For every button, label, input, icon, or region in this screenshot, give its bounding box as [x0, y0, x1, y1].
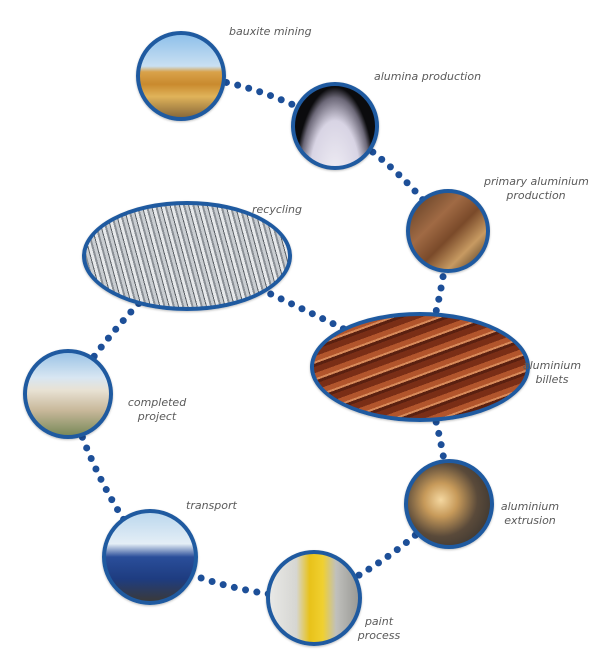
label-line: billets: [535, 373, 569, 386]
label-line: primary aluminium: [484, 175, 589, 188]
label-line: aluminium: [522, 359, 582, 372]
bauxite-mining-photo: [136, 31, 226, 121]
aluminium-billets-photo: [310, 312, 530, 422]
label-line: paint: [364, 615, 394, 628]
alumina-production-photo: [291, 82, 379, 170]
label-line: process: [357, 629, 401, 642]
recycling-photo: [82, 201, 292, 311]
label-aluminium-extrusion: aluminium extrusion: [498, 500, 562, 528]
label-alumina-production: alumina production: [374, 70, 482, 83]
label-primary-aluminium-production: primary aluminium production: [484, 175, 589, 203]
transport-photo: [102, 509, 198, 605]
aluminium-extrusion-photo: [404, 459, 494, 549]
label-recycling: recycling: [252, 203, 302, 216]
label-bauxite-mining: bauxite mining: [229, 25, 312, 38]
completed-project-photo: [23, 349, 113, 439]
label-line: aluminium: [500, 500, 560, 513]
label-line: production: [506, 189, 566, 202]
primary-aluminium-production-photo: [406, 189, 490, 273]
label-line: extrusion: [504, 514, 556, 527]
label-completed-project: completed project: [124, 396, 190, 424]
label-aluminium-billets: aluminium billets: [520, 359, 584, 387]
label-line: completed: [127, 396, 187, 409]
label-transport: transport: [186, 499, 237, 512]
paint-process-photo: [266, 550, 362, 646]
label-line: project: [137, 410, 177, 423]
label-paint-process: paint process: [352, 615, 406, 643]
